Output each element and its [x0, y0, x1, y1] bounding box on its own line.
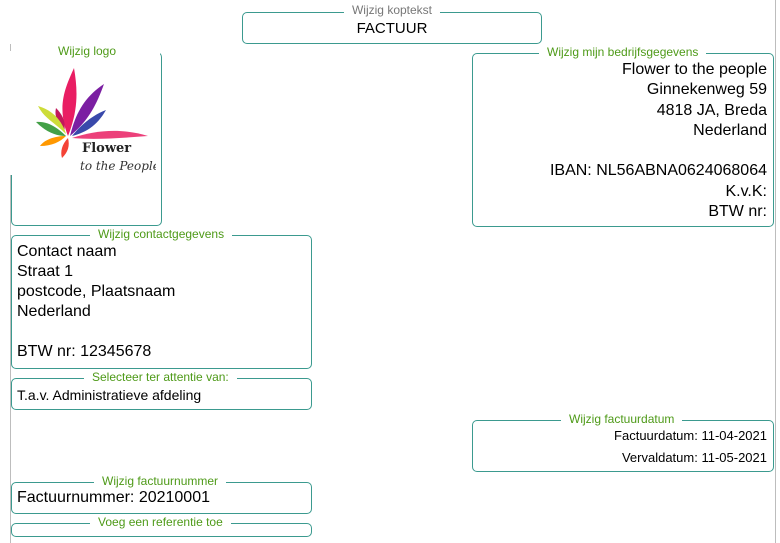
logo-brand-line2: to the People — [80, 159, 156, 173]
company-blank-line — [550, 141, 767, 161]
company-postal-city: 4818 JA, Breda — [656, 101, 767, 119]
flower-logo-icon — [36, 68, 148, 158]
header-section[interactable]: Wijzig koptekst FACTUUR — [242, 3, 542, 44]
attention-select-section[interactable]: Selecteer ter attentie van: T.a.v. Admin… — [11, 370, 312, 410]
invoice-date-section[interactable]: Wijzig factuurdatum Factuurdatum: 11-04-… — [472, 412, 774, 472]
edit-logo-link[interactable]: Wijzig logo — [50, 44, 125, 58]
due-date: Vervaldatum: 11-05-2021 — [621, 450, 767, 465]
add-reference-link[interactable]: Voeg een referentie toe — [90, 515, 231, 529]
company-details-section[interactable]: Wijzig mijn bedrijfsgegevens Flower to t… — [472, 45, 774, 227]
contact-blank-line — [17, 322, 175, 342]
contact-country: Nederland — [17, 303, 91, 320]
company-name: Flower to the people — [622, 61, 767, 78]
company-country: Nederland — [693, 121, 767, 139]
contact-street: Straat 1 — [17, 263, 74, 280]
contact-name: Contact naam — [17, 243, 117, 260]
edit-contact-details-link[interactable]: Wijzig contactgegevens — [90, 227, 233, 241]
edit-header-link[interactable]: Wijzig koptekst — [343, 3, 441, 17]
page-border-left — [10, 44, 11, 543]
select-attention-link[interactable]: Selecteer ter attentie van: — [84, 370, 237, 384]
company-kvk: K.v.K: — [725, 182, 768, 200]
edit-invoice-date-link[interactable]: Wijzig factuurdatum — [561, 412, 683, 426]
contact-postal-city: postcode, Plaatsnaam — [17, 283, 176, 300]
reference-section[interactable]: Voeg een referentie toe — [11, 515, 312, 537]
company-btw: BTW nr: — [708, 203, 767, 221]
company-logo: Flower to the People — [36, 68, 156, 173]
contact-address-block: Contact naam Straat 1 postcode, Plaatsna… — [17, 242, 175, 362]
contact-btw: BTW nr: 12345678 — [17, 343, 152, 360]
invoice-date: Factuurdatum: 11-04-2021 — [614, 428, 767, 443]
company-address-block: Flower to the people Ginnekenweg 59 4818… — [550, 60, 767, 222]
edit-invoice-number-link[interactable]: Wijzig factuurnummer — [94, 474, 227, 488]
invoice-number: Factuurnummer: 20210001 — [17, 489, 210, 506]
contact-details-section[interactable]: Wijzig contactgegevens Contact naam Stra… — [11, 227, 312, 369]
invoice-date-block: Factuurdatum: 11-04-2021 Vervaldatum: 11… — [614, 425, 767, 469]
company-iban: IBAN: NL56ABNA0624068064 — [549, 162, 767, 180]
invoice-title: FACTUUR — [356, 20, 428, 37]
company-street: Ginnekenweg 59 — [646, 81, 767, 99]
logo-brand-line1: Flower — [82, 141, 131, 156]
edit-company-details-link[interactable]: Wijzig mijn bedrijfsgegevens — [539, 45, 707, 59]
invoice-number-section[interactable]: Wijzig factuurnummer Factuurnummer: 2021… — [11, 474, 312, 514]
attention-value: T.a.v. Administratieve afdeling — [17, 387, 202, 403]
page-border-right — [775, 0, 776, 543]
